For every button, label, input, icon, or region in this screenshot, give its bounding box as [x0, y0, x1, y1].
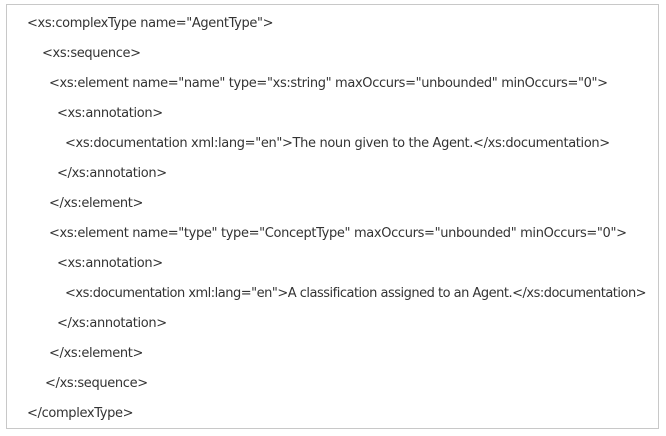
- code-line-10: <xs:documentation xml:lang="en">A classi…: [65, 286, 647, 301]
- code-line-11: </xs:annotation>: [57, 316, 167, 331]
- xml-code-block: <xs:complexType name="AgentType"> <xs:se…: [6, 4, 659, 429]
- code-line-2: <xs:sequence>: [42, 46, 141, 61]
- code-line-12: </xs:element>: [49, 346, 144, 361]
- code-line-3: <xs:element name="name" type="xs:string"…: [49, 76, 608, 91]
- code-line-4: <xs:annotation>: [57, 106, 163, 121]
- code-line-14: </complexType>: [27, 406, 134, 421]
- code-line-1: <xs:complexType name="AgentType">: [27, 16, 274, 31]
- code-line-5: <xs:documentation xml:lang="en">The noun…: [65, 136, 610, 151]
- code-line-13: </xs:sequence>: [45, 376, 148, 391]
- code-line-6: </xs:annotation>: [57, 166, 167, 181]
- code-line-9: <xs:annotation>: [57, 256, 163, 271]
- code-line-8: <xs:element name="type" type="ConceptTyp…: [49, 226, 627, 241]
- code-line-7: </xs:element>: [49, 196, 144, 211]
